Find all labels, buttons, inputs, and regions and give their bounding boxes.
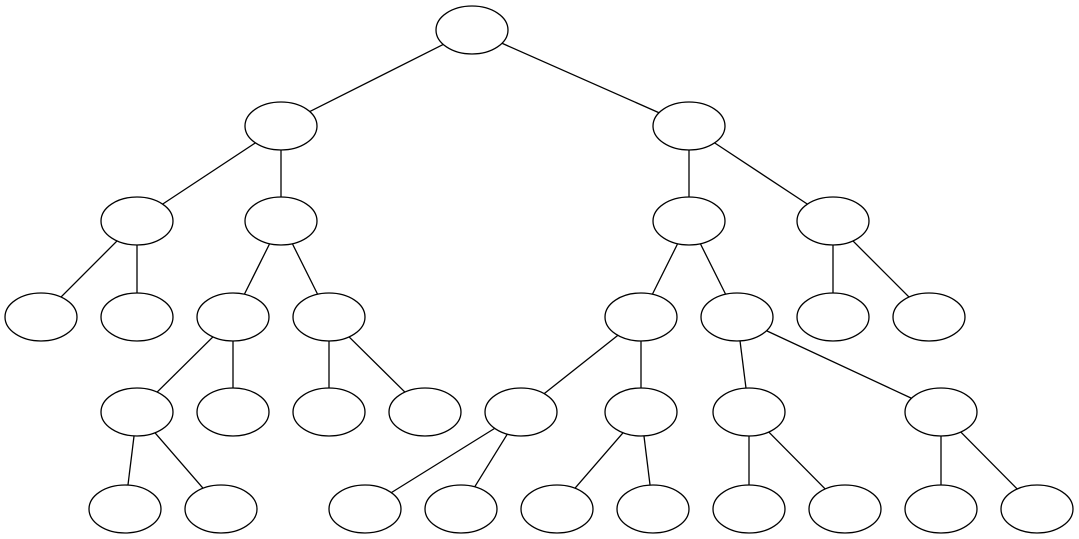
edge-n12-n22 bbox=[766, 330, 912, 399]
tree-node-n21 bbox=[712, 387, 786, 437]
edge-n20-n27 bbox=[574, 432, 624, 489]
edge-n2-n6 bbox=[714, 142, 808, 205]
tree-node-n28 bbox=[616, 484, 690, 534]
edge-n4-n9 bbox=[243, 243, 271, 295]
tree-node-n15 bbox=[100, 387, 174, 437]
tree-node-n0 bbox=[435, 5, 509, 55]
tree-node-n18 bbox=[388, 387, 462, 437]
edge-n3-n7 bbox=[60, 240, 118, 298]
edge-n4-n10 bbox=[291, 243, 319, 295]
tree-node-n1 bbox=[244, 101, 318, 151]
edge-n22-n32 bbox=[960, 431, 1018, 490]
edge-n21-n30 bbox=[768, 431, 826, 490]
edge-n9-n15 bbox=[156, 336, 214, 393]
edge-n15-n24 bbox=[154, 432, 204, 489]
tree-node-n16 bbox=[196, 387, 270, 437]
tree-node-n30 bbox=[808, 484, 882, 534]
nodes bbox=[4, 5, 1074, 534]
edge-n20-n28 bbox=[643, 435, 651, 486]
tree-node-n19 bbox=[484, 387, 558, 437]
tree-node-n2 bbox=[652, 101, 726, 151]
tree-node-n26 bbox=[424, 484, 498, 534]
edge-n1-n3 bbox=[162, 142, 256, 205]
edge-n0-n2 bbox=[501, 42, 660, 114]
edge-n6-n14 bbox=[852, 240, 910, 298]
edge-n19-n25 bbox=[390, 427, 496, 494]
tree-node-n12 bbox=[700, 292, 774, 342]
tree-node-n6 bbox=[796, 196, 870, 246]
tree-node-n22 bbox=[904, 387, 978, 437]
tree-node-n8 bbox=[100, 292, 174, 342]
edge-n19-n26 bbox=[474, 433, 508, 488]
tree-node-n23 bbox=[88, 484, 162, 534]
tree-node-n4 bbox=[244, 196, 318, 246]
edge-n0-n1 bbox=[309, 43, 444, 113]
edge-n10-n18 bbox=[348, 336, 406, 393]
tree-node-n31 bbox=[904, 484, 978, 534]
edges bbox=[60, 42, 1018, 494]
tree-node-n10 bbox=[292, 292, 366, 342]
edge-n11-n19 bbox=[543, 334, 619, 395]
tree-node-n14 bbox=[892, 292, 966, 342]
tree-node-n32 bbox=[1000, 484, 1074, 534]
tree-node-n3 bbox=[100, 196, 174, 246]
tree-node-n20 bbox=[604, 387, 678, 437]
tree-node-n13 bbox=[796, 292, 870, 342]
edge-n5-n12 bbox=[699, 243, 727, 295]
tree-node-n11 bbox=[604, 292, 678, 342]
edge-n5-n11 bbox=[651, 243, 679, 295]
tree-node-n9 bbox=[196, 292, 270, 342]
tree-node-n27 bbox=[520, 484, 594, 534]
tree-node-n17 bbox=[292, 387, 366, 437]
tree-node-n7 bbox=[4, 292, 78, 342]
edge-n12-n21 bbox=[739, 340, 747, 389]
tree-node-n5 bbox=[652, 196, 726, 246]
tree-node-n25 bbox=[328, 484, 402, 534]
tree-node-n29 bbox=[712, 484, 786, 534]
edge-n15-n23 bbox=[127, 435, 135, 486]
tree-node-n24 bbox=[184, 484, 258, 534]
